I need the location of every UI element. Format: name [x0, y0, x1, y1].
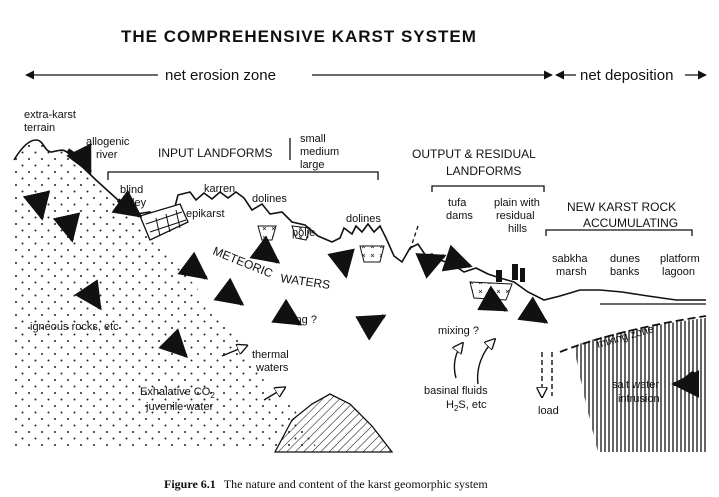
tufa-dams	[496, 264, 525, 282]
mixing-label-1: mixing ?	[276, 314, 317, 326]
karst-surface-profile	[135, 190, 706, 301]
dunes-label: dunes	[610, 253, 640, 265]
mixing-zone-line	[559, 315, 707, 353]
new-karst-heading: NEW KARST ROCK	[567, 200, 676, 214]
sabkha-label: sabkha	[552, 253, 588, 265]
mixing-label-2: mixing ?	[438, 325, 479, 337]
basinal-fluids-label: basinal fluids	[424, 385, 488, 397]
hatched-hill	[273, 393, 394, 453]
heading-brackets	[107, 138, 693, 236]
output-landforms-heading: OUTPUT & RESIDUAL	[412, 147, 536, 161]
platform-label: platform	[660, 253, 700, 265]
dolines-label-2: dolines	[346, 213, 381, 225]
scale-medium: medium	[300, 146, 339, 158]
erosion-zone-label: net erosion zone	[165, 67, 276, 84]
tufa-dams-label: tufa	[448, 197, 467, 209]
extra-karst-label: extra-karst	[24, 109, 76, 121]
dunes-label-2: banks	[610, 266, 640, 278]
waters-label: WATERS	[280, 271, 331, 292]
karst-boundary-dash	[409, 225, 419, 251]
plain-label-3: hills	[508, 223, 527, 235]
h2s-label: H2S, etc	[446, 399, 487, 413]
platform-label-2: lagoon	[662, 266, 695, 278]
polje-label: polje	[292, 227, 315, 239]
blind-valley-label-2: valley	[118, 197, 147, 209]
salt-water-wedge	[574, 318, 706, 452]
karren-label: karren	[204, 183, 235, 195]
diagram-title: THE COMPREHENSIVE KARST SYSTEM	[121, 27, 477, 46]
epikarst-label: epikarst	[186, 208, 225, 220]
dolines-label-1: dolines	[252, 193, 287, 205]
epikarst-block	[139, 203, 189, 241]
new-karst-heading-2: ACCUMULATING	[583, 216, 678, 230]
tufa-dams-label-2: dams	[446, 210, 473, 222]
open-flow-arrows	[221, 340, 553, 401]
thermal-waters-label: thermal	[252, 349, 289, 361]
output-landforms-heading-2: LANDFORMS	[446, 164, 521, 178]
plain-label-1: plain with	[494, 197, 540, 209]
deposition-zone-label: net deposition	[580, 67, 673, 84]
igneous-rocks-label: igneous rocks, etc	[30, 321, 119, 333]
plain-label-2: residual	[496, 210, 535, 222]
blind-valley-label: blind	[120, 184, 143, 196]
allogenic-river-label-2: river	[96, 149, 118, 161]
load-label: load	[538, 405, 559, 417]
meteoric-label: METEORIC	[211, 244, 275, 281]
input-landforms-heading: INPUT LANDFORMS	[158, 146, 272, 160]
sabkha-label-2: marsh	[556, 266, 587, 278]
intrusion-label: intrusion	[618, 393, 660, 405]
scale-small: small	[300, 133, 326, 145]
extra-karst-label-2: terrain	[24, 122, 55, 134]
thermal-waters-label-2: waters	[255, 362, 289, 374]
groundwater-flow-arrows	[22, 143, 700, 398]
salt-water-label: salt water	[612, 379, 659, 391]
scale-large: large	[300, 159, 324, 171]
igneous-bedrock	[14, 140, 318, 450]
allogenic-river-label: allogenic	[86, 136, 130, 148]
exhalative-co2-label: Exhalative CO2	[140, 386, 215, 400]
juvenile-water-label: juvenile water	[145, 401, 214, 413]
